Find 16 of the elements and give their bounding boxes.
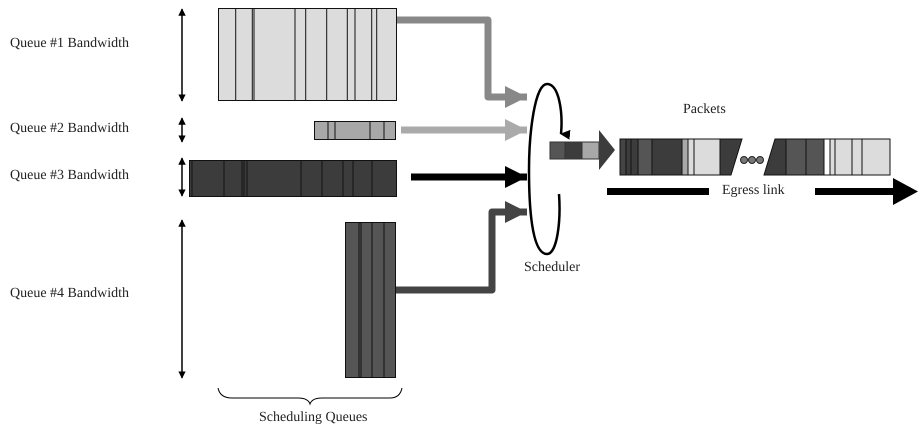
bandwidth-label: Queue #2 Bandwidth (10, 121, 129, 137)
queue-bar (218, 8, 397, 101)
queue-bar (345, 222, 396, 378)
queue-bar (189, 160, 397, 197)
queue-bar (314, 121, 396, 140)
arrow (396, 201, 527, 294)
bandwidth-label: Queue #4 Bandwidth (10, 286, 129, 302)
arrow (411, 166, 527, 188)
scheduler-label: Scheduler (524, 260, 580, 276)
bandwidth-label: Queue #1 Bandwidth (10, 36, 129, 52)
bandwidth-label: Queue #3 Bandwidth (10, 168, 129, 184)
arrow (397, 16, 527, 108)
arrow (401, 119, 527, 141)
queues-label: Scheduling Queues (259, 410, 368, 426)
packets-label: Packets (683, 102, 726, 118)
link-label: Egress link (722, 183, 785, 199)
